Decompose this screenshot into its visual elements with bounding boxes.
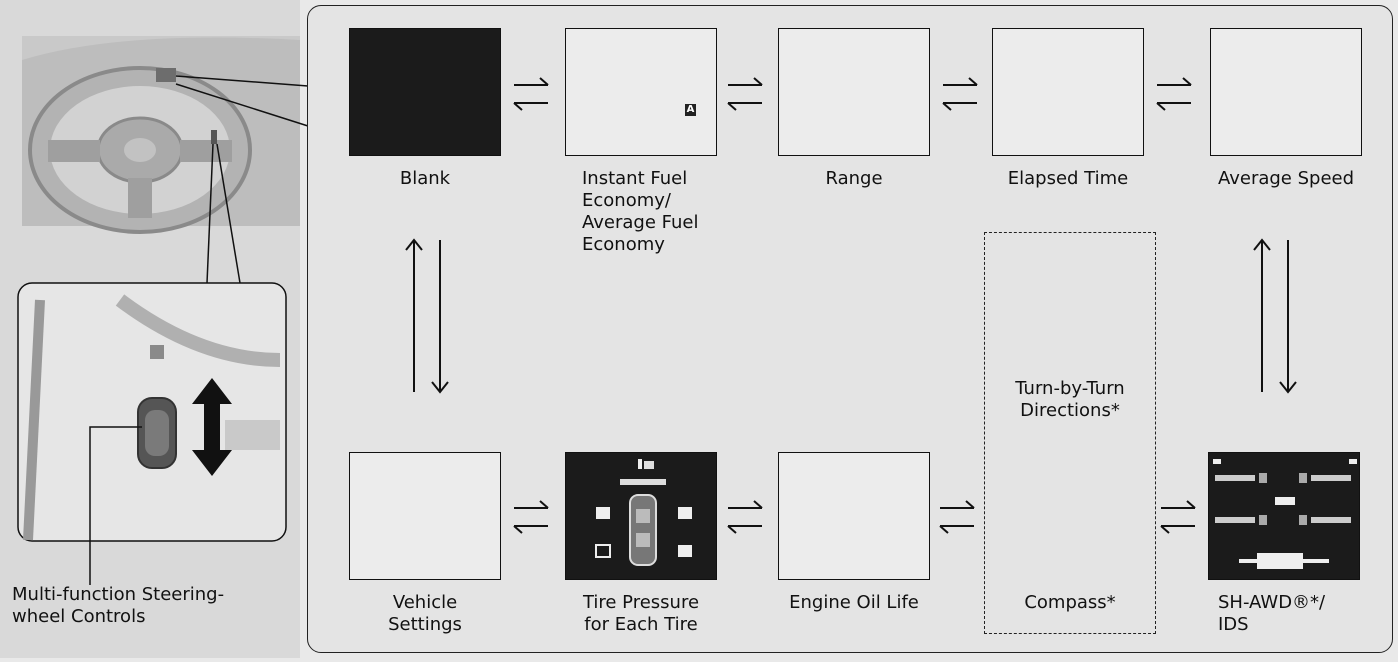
swap-arrow-icon <box>940 501 974 533</box>
swap-arrow-icon <box>514 501 548 533</box>
vertical-swap-arrow-icon <box>1254 240 1296 392</box>
swap-arrow-icon <box>728 501 762 533</box>
swap-arrow-icon <box>943 78 977 110</box>
swap-arrow-icon <box>728 78 762 110</box>
swap-arrow-icon <box>1161 501 1195 533</box>
swap-arrow-icon <box>1157 78 1191 110</box>
swap-arrow-icon <box>514 78 548 110</box>
vertical-swap-arrow-icon <box>406 240 448 392</box>
